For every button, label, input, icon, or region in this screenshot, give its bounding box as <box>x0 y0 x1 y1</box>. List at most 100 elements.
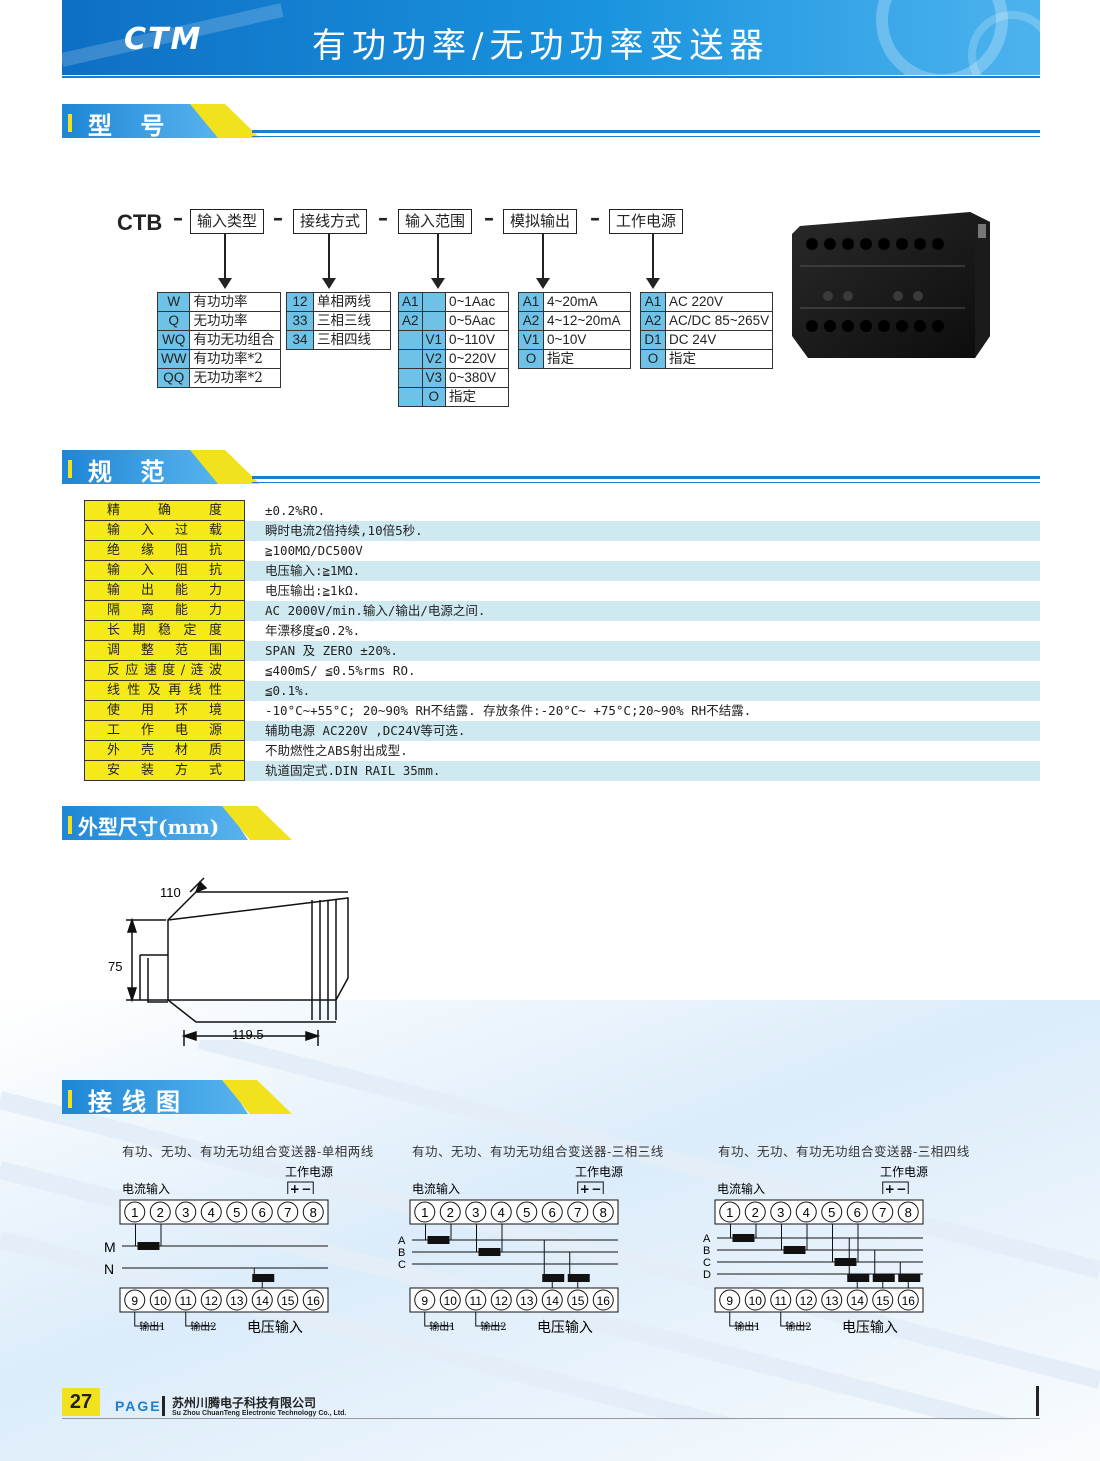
terminal <box>821 1289 843 1311</box>
field-analog-output: 模拟输出 <box>503 209 578 234</box>
terminal <box>795 1289 817 1311</box>
page-number: 27 <box>62 1388 100 1416</box>
terminal-number: 9 <box>726 1294 733 1308</box>
terminal-number: 6 <box>854 1205 861 1220</box>
field-power-supply: 工作电源 <box>609 209 684 234</box>
table-row: 输入阻抗电压输入:≧1MΩ. <box>84 560 1040 581</box>
terminal <box>302 1201 324 1223</box>
terminal-number: 7 <box>879 1205 886 1220</box>
wiring-caption-3: 有功、无功、有功无功组合变送器-三相四线 <box>718 1144 970 1159</box>
current-transformer <box>783 1246 806 1254</box>
page-label: PAGE <box>115 1398 162 1414</box>
current-transformer <box>478 1248 501 1256</box>
dimension-drawing: 110 75 119.5 <box>108 877 349 1046</box>
terminal-number: 5 <box>233 1205 240 1220</box>
arrow-down <box>536 233 550 289</box>
terminal-number: 11 <box>470 1294 483 1308</box>
terminal <box>770 1201 792 1223</box>
minus-sign: − <box>591 1182 601 1196</box>
voltage-input-label: 电压输入 <box>842 1320 898 1336</box>
terminal <box>302 1289 324 1311</box>
terminal-number: 1 <box>421 1205 428 1220</box>
page-header: CTM 有功功率/无功功率变送器 <box>62 0 1040 75</box>
table-row: 输出能力电压输出:≧1kΩ. <box>84 580 1040 601</box>
current-transformer <box>834 1258 857 1266</box>
table-row: 绝缘阻抗≧100MΩ/DC500V <box>84 540 1040 561</box>
terminal <box>541 1201 563 1223</box>
terminal-number: 16 <box>902 1294 916 1308</box>
voltage-coil <box>542 1274 565 1282</box>
phase-label: A <box>398 1235 406 1247</box>
terminal <box>465 1289 487 1311</box>
terminal-number: 13 <box>825 1294 839 1308</box>
footer-mark <box>1036 1386 1039 1416</box>
table-row: 外壳材质不助燃性之ABS射出成型. <box>84 740 1040 761</box>
terminal-number: 7 <box>284 1205 291 1220</box>
terminal <box>149 1201 171 1223</box>
terminal <box>744 1201 766 1223</box>
terminal <box>490 1289 512 1311</box>
phase-label: B <box>703 1245 710 1257</box>
terminal-number: 16 <box>307 1294 321 1308</box>
terminal <box>251 1289 273 1311</box>
plus-sign: + <box>290 1182 300 1196</box>
terminal <box>872 1289 894 1311</box>
output-2-label: 输出2 <box>190 1320 216 1333</box>
table-row: 使用环境-10°C~+55°C; 20~90% RH不结露. 存放条件:-20°… <box>84 700 1040 721</box>
terminal <box>277 1289 299 1311</box>
terminal-number: 8 <box>600 1205 607 1220</box>
table-row: 精确度±0.2%RO. <box>84 500 1040 521</box>
field-input-type: 输入类型 <box>190 209 265 234</box>
voltage-coil <box>872 1274 895 1282</box>
model-prefix: CTB <box>117 210 163 235</box>
phase-label: N <box>104 1261 114 1277</box>
terminal-number: 9 <box>131 1294 138 1308</box>
minus-sign: − <box>896 1182 906 1196</box>
terminal <box>439 1289 461 1311</box>
dim-width: 119.5 <box>232 1027 264 1042</box>
phase-label: C <box>398 1259 406 1271</box>
terminal <box>175 1289 197 1311</box>
header-rule <box>62 76 1040 78</box>
terminal <box>567 1201 589 1223</box>
current-transformer <box>427 1236 450 1244</box>
phase-label: B <box>398 1247 405 1259</box>
terminal-number: 15 <box>281 1294 295 1308</box>
section-header-model: 型 号 <box>62 104 1040 140</box>
arrow-down <box>322 233 336 289</box>
terminal <box>897 1289 919 1311</box>
plus-sign: + <box>885 1182 895 1196</box>
company-name-en: Su Zhou ChuanTeng Electronic Technology … <box>172 1410 347 1417</box>
output-bracket <box>475 1312 504 1327</box>
terminal-number: 7 <box>574 1205 581 1220</box>
terminal-number: 10 <box>749 1294 763 1308</box>
terminal <box>226 1289 248 1311</box>
terminal-number: 14 <box>851 1294 865 1308</box>
terminal <box>465 1201 487 1223</box>
terminal-number: 2 <box>157 1205 164 1220</box>
terminal <box>414 1289 436 1311</box>
plus-sign: + <box>580 1182 590 1196</box>
voltage-coil <box>847 1274 870 1282</box>
field-input-range: 输入范围 <box>398 209 473 234</box>
terminal-number: 8 <box>310 1205 317 1220</box>
output-bracket <box>424 1312 453 1327</box>
terminal-number: 10 <box>444 1294 458 1308</box>
arrow-down <box>431 233 445 289</box>
terminal-number: 6 <box>259 1205 266 1220</box>
table-row: 工作电源辅助电源 AC220V ,DC24V等可选. <box>84 720 1040 741</box>
output-bracket <box>185 1312 214 1327</box>
